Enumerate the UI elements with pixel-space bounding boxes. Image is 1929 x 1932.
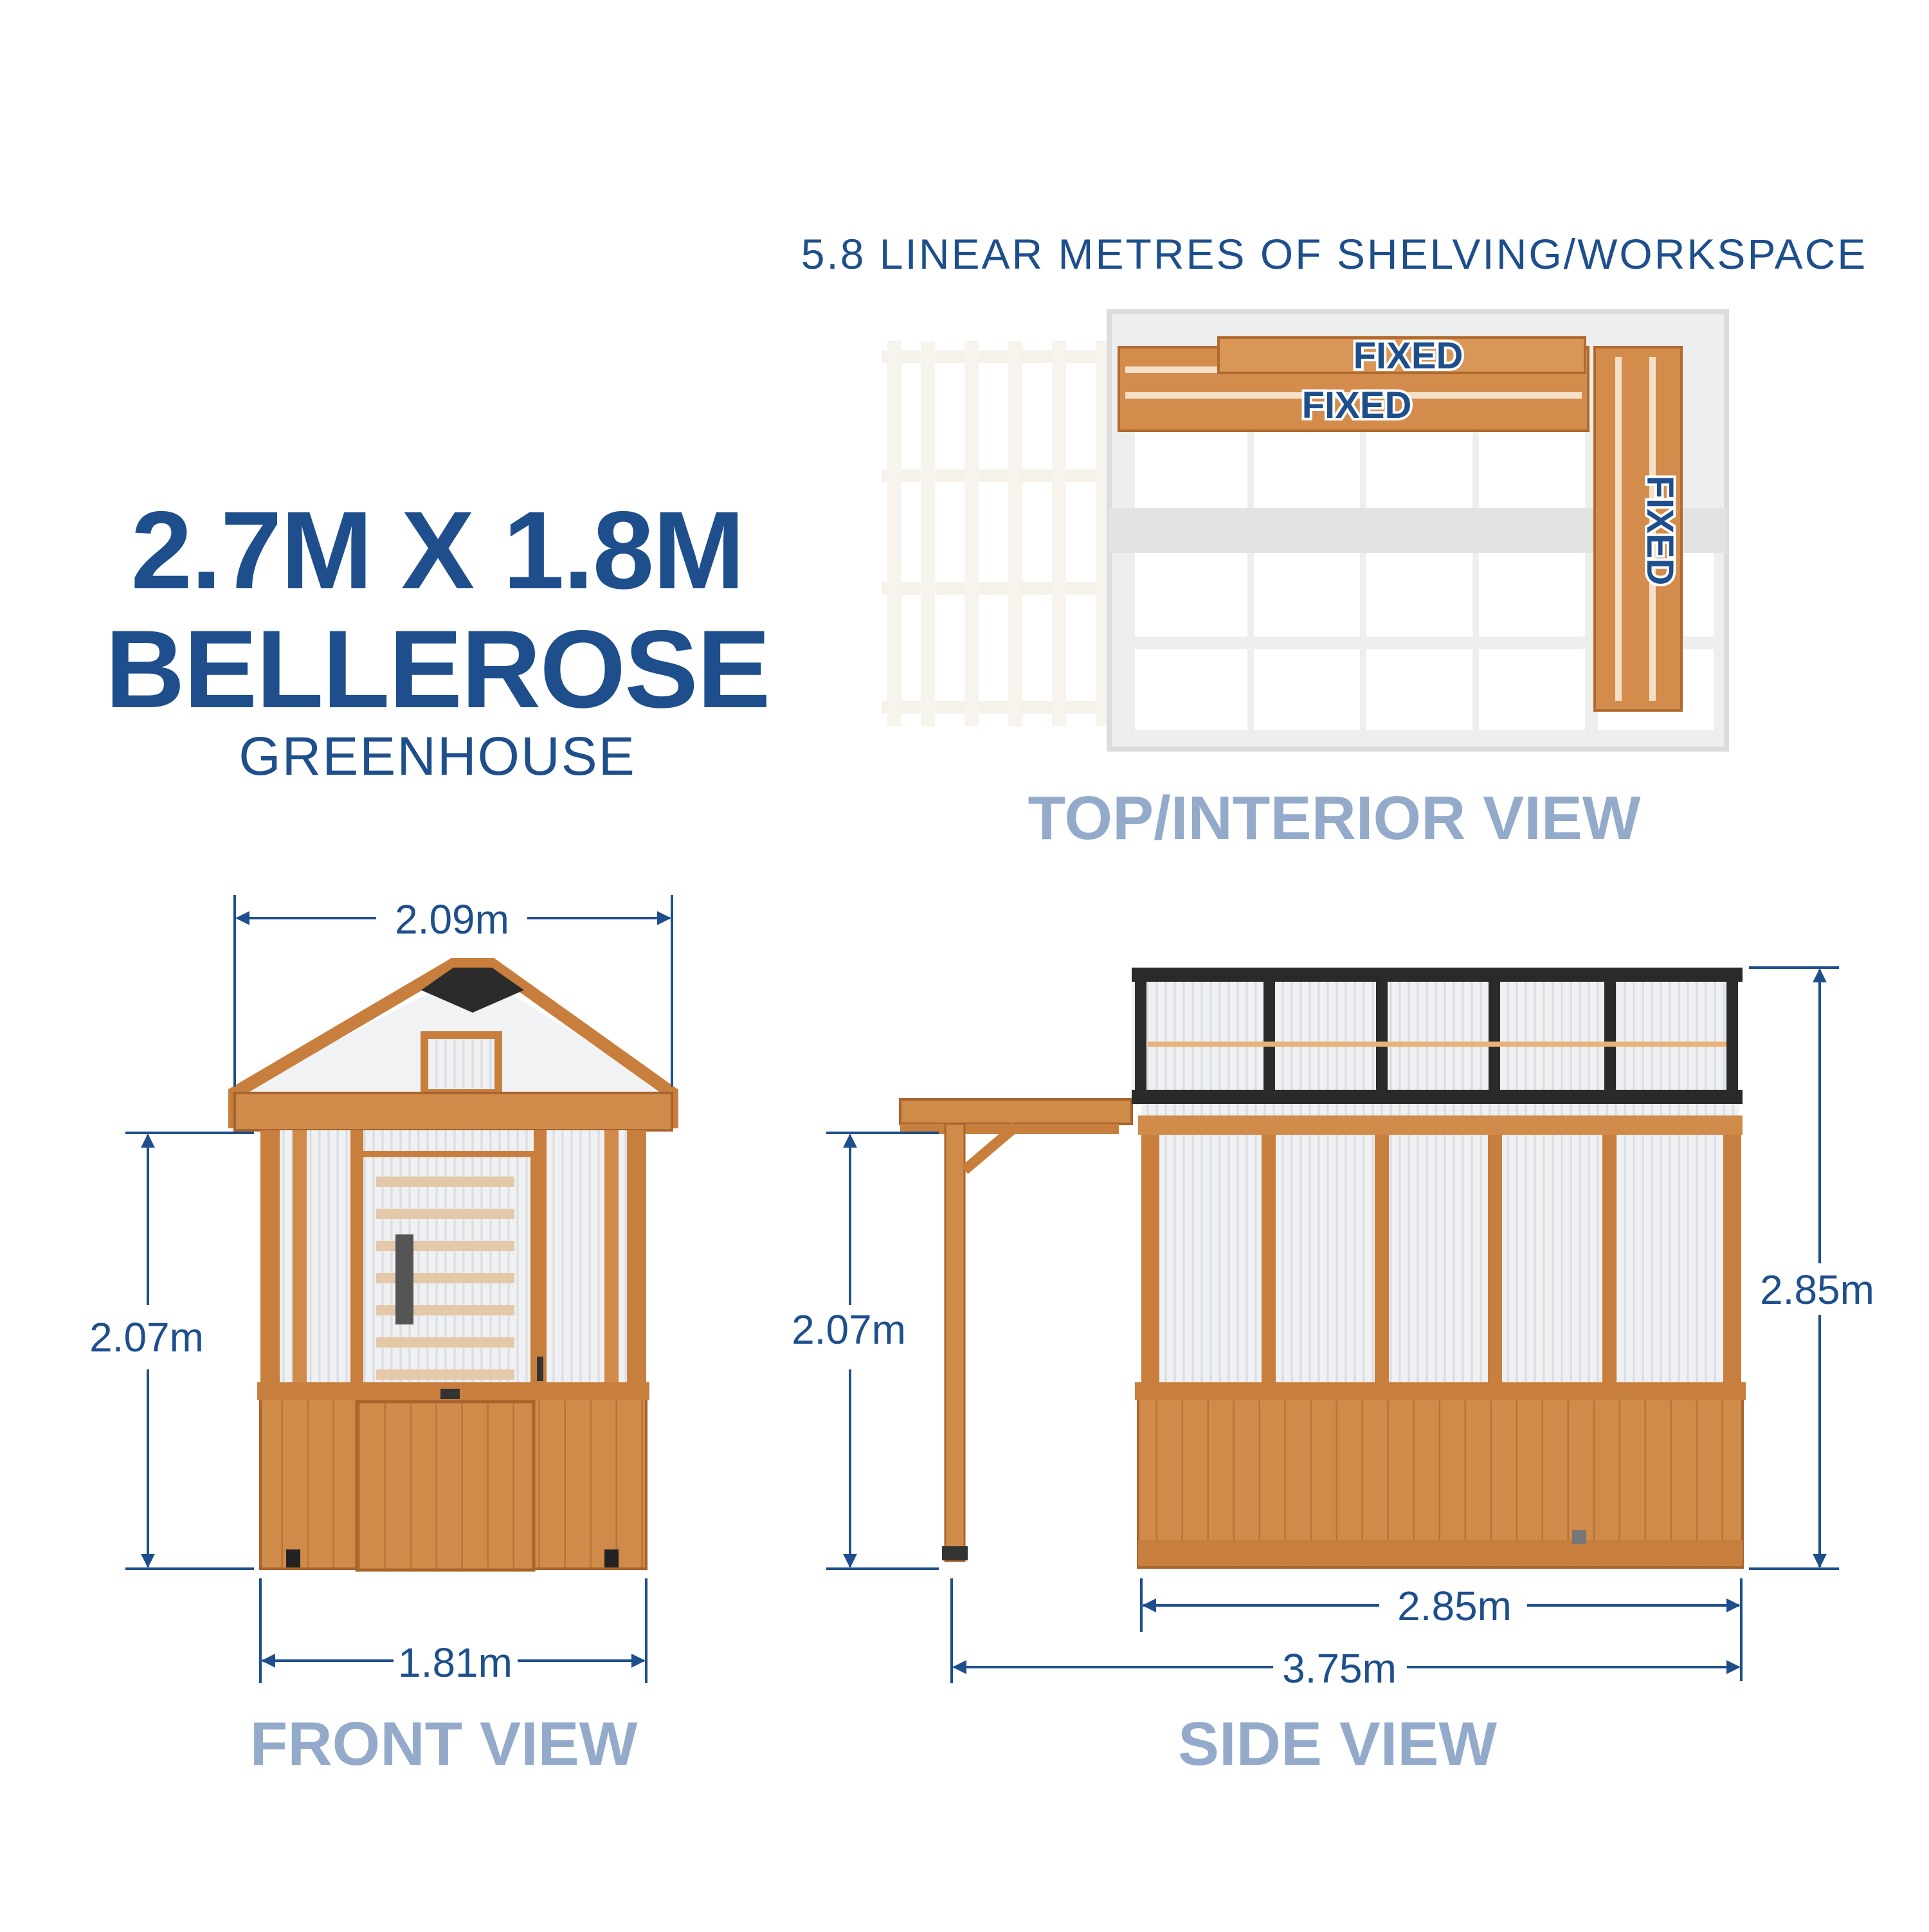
side-greenhouse-drawing	[899, 968, 1746, 1569]
front-view: 2.09m 2.07m 1.81m FRONT VIEW	[89, 895, 678, 1778]
dim-body-length: 2.85m	[1397, 1583, 1512, 1629]
product-size: 2.7M X 1.8M	[131, 489, 743, 612]
top-view-caption: TOP/INTERIOR VIEW	[1028, 784, 1641, 853]
shelf-label-fixed-3: FIXED	[1639, 476, 1681, 586]
side-view-caption: SIDE VIEW	[1178, 1710, 1497, 1778]
fixed-shelf-side	[1593, 346, 1683, 712]
side-view: 2.07m 2.85m 2.85m 3.75m SIDE VIEW	[792, 966, 1874, 1778]
shelving-heading: 5.8 LINEAR METRES OF SHELVING/WORKSPACE	[801, 230, 1868, 278]
front-greenhouse-drawing	[228, 958, 678, 1572]
dim-total-height: 2.85m	[1760, 1267, 1874, 1313]
product-name: BELLEROSE	[105, 608, 769, 731]
title-block: 2.7M X 1.8M BELLEROSE GREENHOUSE	[105, 489, 770, 786]
dim-top-width: 2.09m	[395, 896, 509, 943]
shelf-label-fixed-2: FIXED	[1302, 384, 1412, 426]
dim-total-length: 3.75m	[1282, 1645, 1397, 1692]
dim-wall-height: 2.07m	[89, 1314, 204, 1360]
front-view-caption: FRONT VIEW	[250, 1710, 638, 1778]
top-interior-view: 5.8 LINEAR METRES OF SHELVING/WORKSPACE	[801, 230, 1868, 853]
side-dimension-lines	[826, 966, 1839, 1683]
front-dimension-lines	[125, 895, 673, 1683]
pergola-top-faded	[882, 341, 1114, 727]
fixed-shelf-back	[1118, 336, 1589, 432]
product-type: GREENHOUSE	[239, 726, 635, 786]
shelf-label-fixed-1: FIXED	[1354, 335, 1463, 377]
dim-pergola-height: 2.07m	[792, 1306, 906, 1353]
dim-base-width: 1.81m	[398, 1639, 512, 1686]
